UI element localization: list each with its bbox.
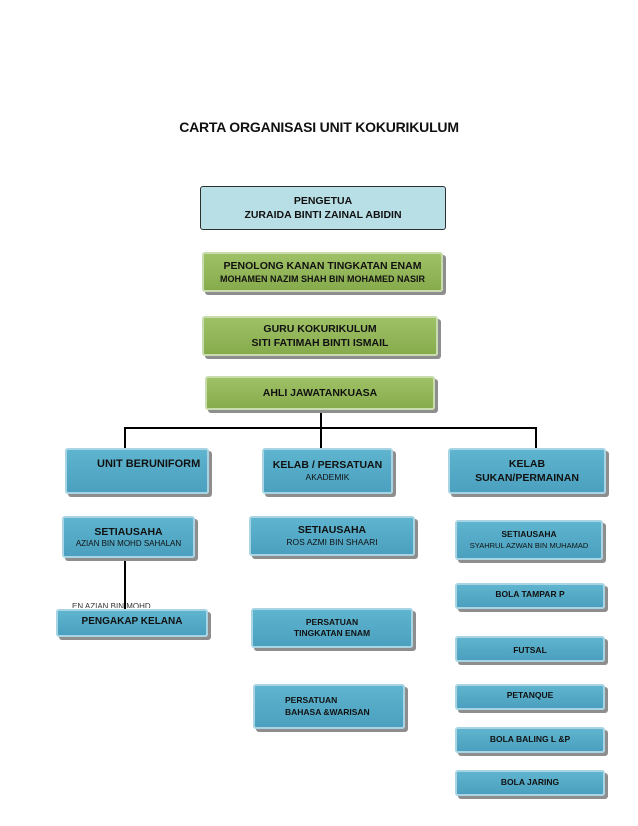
- ahli-jawatankuasa-box: AHLI JAWATANKUASA: [205, 376, 435, 410]
- kelab-setiausaha-label: SETIAUSAHA: [297, 524, 367, 537]
- connector-beruniform-vertical: [124, 558, 126, 611]
- persatuan-tingkatan-enam-box: PERSATUAN TINGKATAN ENAM: [251, 608, 413, 648]
- futsal-label: FUTSAL: [513, 644, 547, 655]
- unit-beruniform-label: UNIT BERUNIFORM: [97, 458, 201, 470]
- kelab-persatuan-box: KELAB / PERSATUAN AKADEMIK: [262, 448, 393, 494]
- penolong-kanan-role: PENOLONG KANAN TINGKATAN ENAM: [223, 259, 422, 272]
- persatuan-bahasa-warisan-line1: PERSATUAN: [285, 695, 338, 706]
- guru-kokurikulum-role: GURU KOKURIKULUM: [263, 322, 377, 335]
- bola-jaring-box: BOLA JARING: [455, 770, 605, 796]
- sukan-setiausaha-label: SETIAUSAHA: [501, 529, 557, 540]
- guru-kokurikulum-name: SITI FATIMAH BINTI ISMAIL: [251, 337, 389, 349]
- bola-tampar-label: BOLA TAMPAR P: [495, 589, 565, 599]
- kelab-sukan-sublabel: SUKAN/PERMAINAN: [475, 472, 579, 484]
- beruniform-setiausaha-label: SETIAUSAHA: [94, 525, 163, 538]
- ahli-jawatankuasa-label: AHLI JAWATANKUASA: [262, 386, 378, 399]
- kelab-sukan-label: KELAB: [508, 457, 546, 470]
- chart-title: CARTA ORGANISASI UNIT KOKURIKULUM: [179, 119, 459, 135]
- persatuan-bahasa-warisan-line2: BAHASA &WARISAN: [285, 706, 370, 717]
- penolong-kanan-name: MOHAMEN NAZIM SHAH BIN MOHAMED NASIR: [220, 274, 425, 285]
- sukan-setiausaha-box: SETIAUSAHA SYAHRUL AZWAN BIN MUHAMAD: [455, 520, 603, 560]
- beruniform-stray-text: EN AZIAN BIN MOHD: [72, 602, 151, 608]
- petanque-box: PETANQUE: [455, 684, 605, 710]
- pengakap-kelana-label: PENGAKAP KELANA: [81, 616, 183, 627]
- unit-beruniform-box: UNIT BERUNIFORM: [65, 448, 209, 494]
- connector-horizontal: [124, 427, 537, 429]
- beruniform-setiausaha-name: AZIAN BIN MOHD SAHALAN: [75, 538, 182, 548]
- kelab-setiausaha-name: ROS AZMI BIN SHAARI: [286, 537, 378, 548]
- persatuan-tingkatan-enam-line2: TINGKATAN ENAM: [293, 628, 371, 638]
- kelab-persatuan-sublabel: AKADEMIK: [305, 472, 350, 483]
- connector-trunk: [320, 410, 322, 427]
- pengetua-role: PENGETUA: [293, 194, 353, 207]
- bola-baling-box: BOLA BALING L &P: [455, 727, 605, 753]
- sukan-setiausaha-name: SYAHRUL AZWAN BIN MUHAMAD: [469, 540, 589, 550]
- bola-jaring-label: BOLA JARING: [500, 777, 560, 788]
- persatuan-bahasa-warisan-box: PERSATUAN BAHASA &WARISAN: [253, 684, 405, 729]
- pengetua-box: PENGETUA ZURAIDA BINTI ZAINAL ABIDIN: [200, 186, 446, 230]
- kelab-setiausaha-box: SETIAUSAHA ROS AZMI BIN SHAARI: [249, 516, 415, 556]
- pengetua-name: ZURAIDA BINTI ZAINAL ABIDIN: [244, 209, 402, 221]
- persatuan-tingkatan-enam-line1: PERSATUAN: [305, 616, 359, 627]
- pengakap-kelana-box: PENGAKAP KELANA: [56, 609, 208, 637]
- kelab-sukan-box: KELAB SUKAN/PERMAINAN: [448, 448, 606, 494]
- kelab-persatuan-label: KELAB / PERSATUAN: [272, 459, 383, 472]
- penolong-kanan-box: PENOLONG KANAN TINGKATAN ENAM MOHAMEN NA…: [202, 252, 443, 292]
- futsal-box: FUTSAL: [455, 636, 605, 662]
- guru-kokurikulum-box: GURU KOKURIKULUM SITI FATIMAH BINTI ISMA…: [202, 316, 438, 356]
- connector-right-drop: [535, 427, 537, 448]
- connector-left-drop: [124, 427, 126, 448]
- bola-tampar-box: BOLA TAMPAR P: [455, 583, 605, 609]
- connector-center-drop: [320, 427, 322, 448]
- beruniform-setiausaha-box: SETIAUSAHA AZIAN BIN MOHD SAHALAN: [62, 516, 195, 558]
- bola-baling-label: BOLA BALING L &P: [489, 734, 571, 745]
- petanque-label: PETANQUE: [506, 690, 554, 700]
